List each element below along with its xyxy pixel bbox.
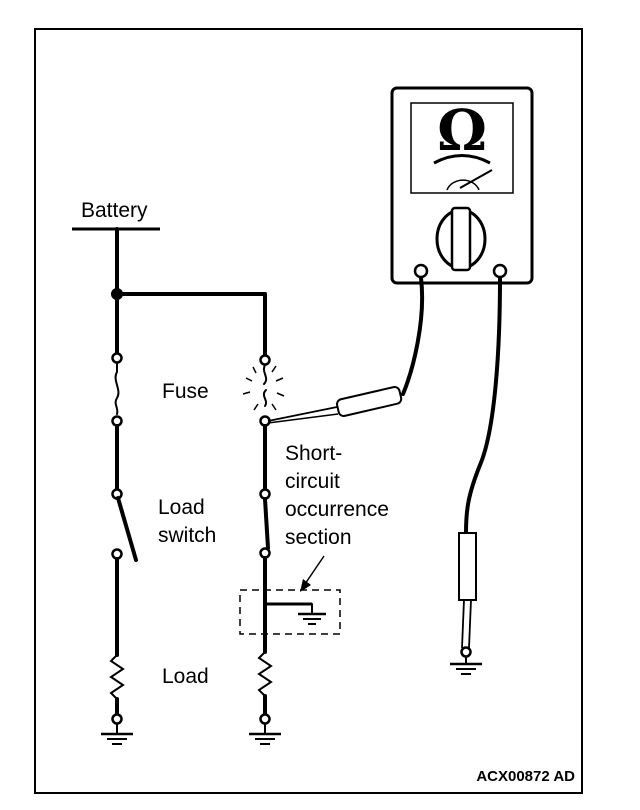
range-selector-knob — [435, 206, 487, 272]
fuse-label: Fuse — [162, 380, 209, 403]
blown-fuse — [242, 364, 285, 427]
meter-scale — [433, 154, 491, 165]
meter-terminal-left — [413, 263, 429, 279]
right-load-switch — [259, 488, 271, 559]
short-circuit-label-line4: section — [285, 526, 352, 549]
left-fuse — [111, 352, 123, 427]
right-load-resistor — [257, 651, 273, 697]
battery-terminal: Battery — [72, 199, 160, 231]
ground-symbol — [450, 656, 482, 675]
meter-display — [410, 102, 514, 194]
left-load-resistor — [109, 654, 125, 700]
ohm-symbol: Ω — [437, 98, 487, 164]
spark-icon — [242, 365, 285, 411]
ground-symbol — [101, 723, 133, 745]
left-circuit — [101, 227, 138, 745]
load-label: Load — [162, 665, 209, 688]
figure-frame — [34, 28, 583, 794]
right-circuit — [115, 292, 285, 745]
load-switch-label-line1: Load — [158, 496, 205, 519]
meter-probe-right — [450, 276, 502, 675]
meter-probe-left — [267, 276, 425, 424]
short-circuit-label-line1: Short- — [285, 442, 342, 465]
pointer-arrow — [300, 555, 325, 592]
left-load-switch — [111, 488, 138, 562]
battery-label: Battery — [81, 199, 148, 222]
load-switch-label-line2: switch — [158, 524, 216, 547]
meter-needle — [459, 169, 493, 189]
figure-code: ACX00872 AD — [476, 768, 575, 785]
short-circuit-label-line2: circuit — [285, 470, 340, 493]
ground-symbol — [249, 723, 281, 745]
short-circuit-label-line3: occurrence — [285, 498, 389, 521]
meter-terminal-right — [492, 263, 508, 279]
short-circuit-section — [239, 555, 341, 635]
ohmmeter: Ω — [390, 86, 534, 285]
